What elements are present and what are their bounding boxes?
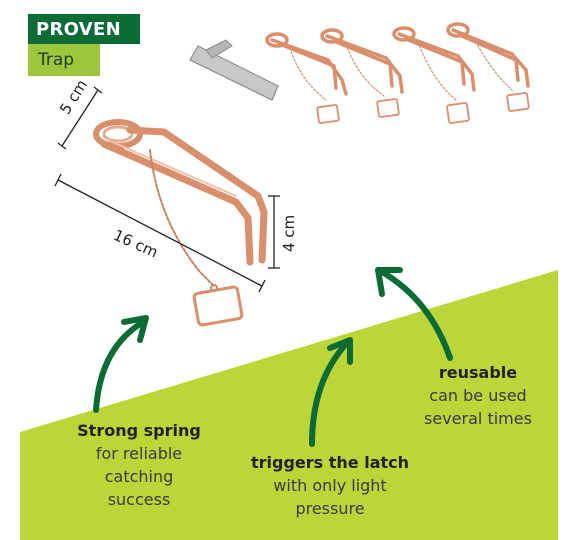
trap-badge: Trap — [28, 44, 100, 76]
feature-latch-title: triggers the latch — [250, 453, 410, 472]
feature-spring-text-3: success — [107, 490, 171, 509]
arrow-latch-icon — [309, 337, 353, 447]
dimension-height-label: 4 cm — [280, 214, 298, 252]
feature-latch-text-1: with only light — [273, 476, 387, 495]
feature-reusable-title: reusable — [438, 363, 518, 382]
arrow-spring-icon — [93, 315, 149, 413]
green-background-wedge — [20, 270, 558, 540]
trap-large-image — [93, 119, 268, 327]
feature-spring-title: Strong spring — [77, 421, 201, 440]
feature-spring-text-1: for reliable — [95, 444, 183, 463]
dimension-lines — [54, 86, 280, 293]
trap-thumbnail-1 — [265, 32, 348, 124]
feature-reusable: reusable can be used several times — [398, 361, 558, 430]
feature-reusable-text-1: can be used — [429, 386, 527, 405]
trap-thumbnail-2 — [320, 28, 404, 118]
setting-tool-icon — [189, 39, 279, 101]
arrow-reusable-icon — [375, 267, 453, 361]
feature-spring-text-2: catching — [104, 467, 174, 486]
feature-latch: triggers the latch with only light press… — [232, 451, 428, 520]
trap-thumbnail-4 — [446, 22, 530, 112]
feature-reusable-text-2: several times — [424, 409, 532, 428]
feature-spring: Strong spring for reliable catching succ… — [58, 419, 220, 511]
trap-thumbnail-3 — [392, 26, 476, 124]
feature-latch-text-2: pressure — [295, 499, 365, 518]
proven-badge: PROVEN — [28, 14, 140, 44]
